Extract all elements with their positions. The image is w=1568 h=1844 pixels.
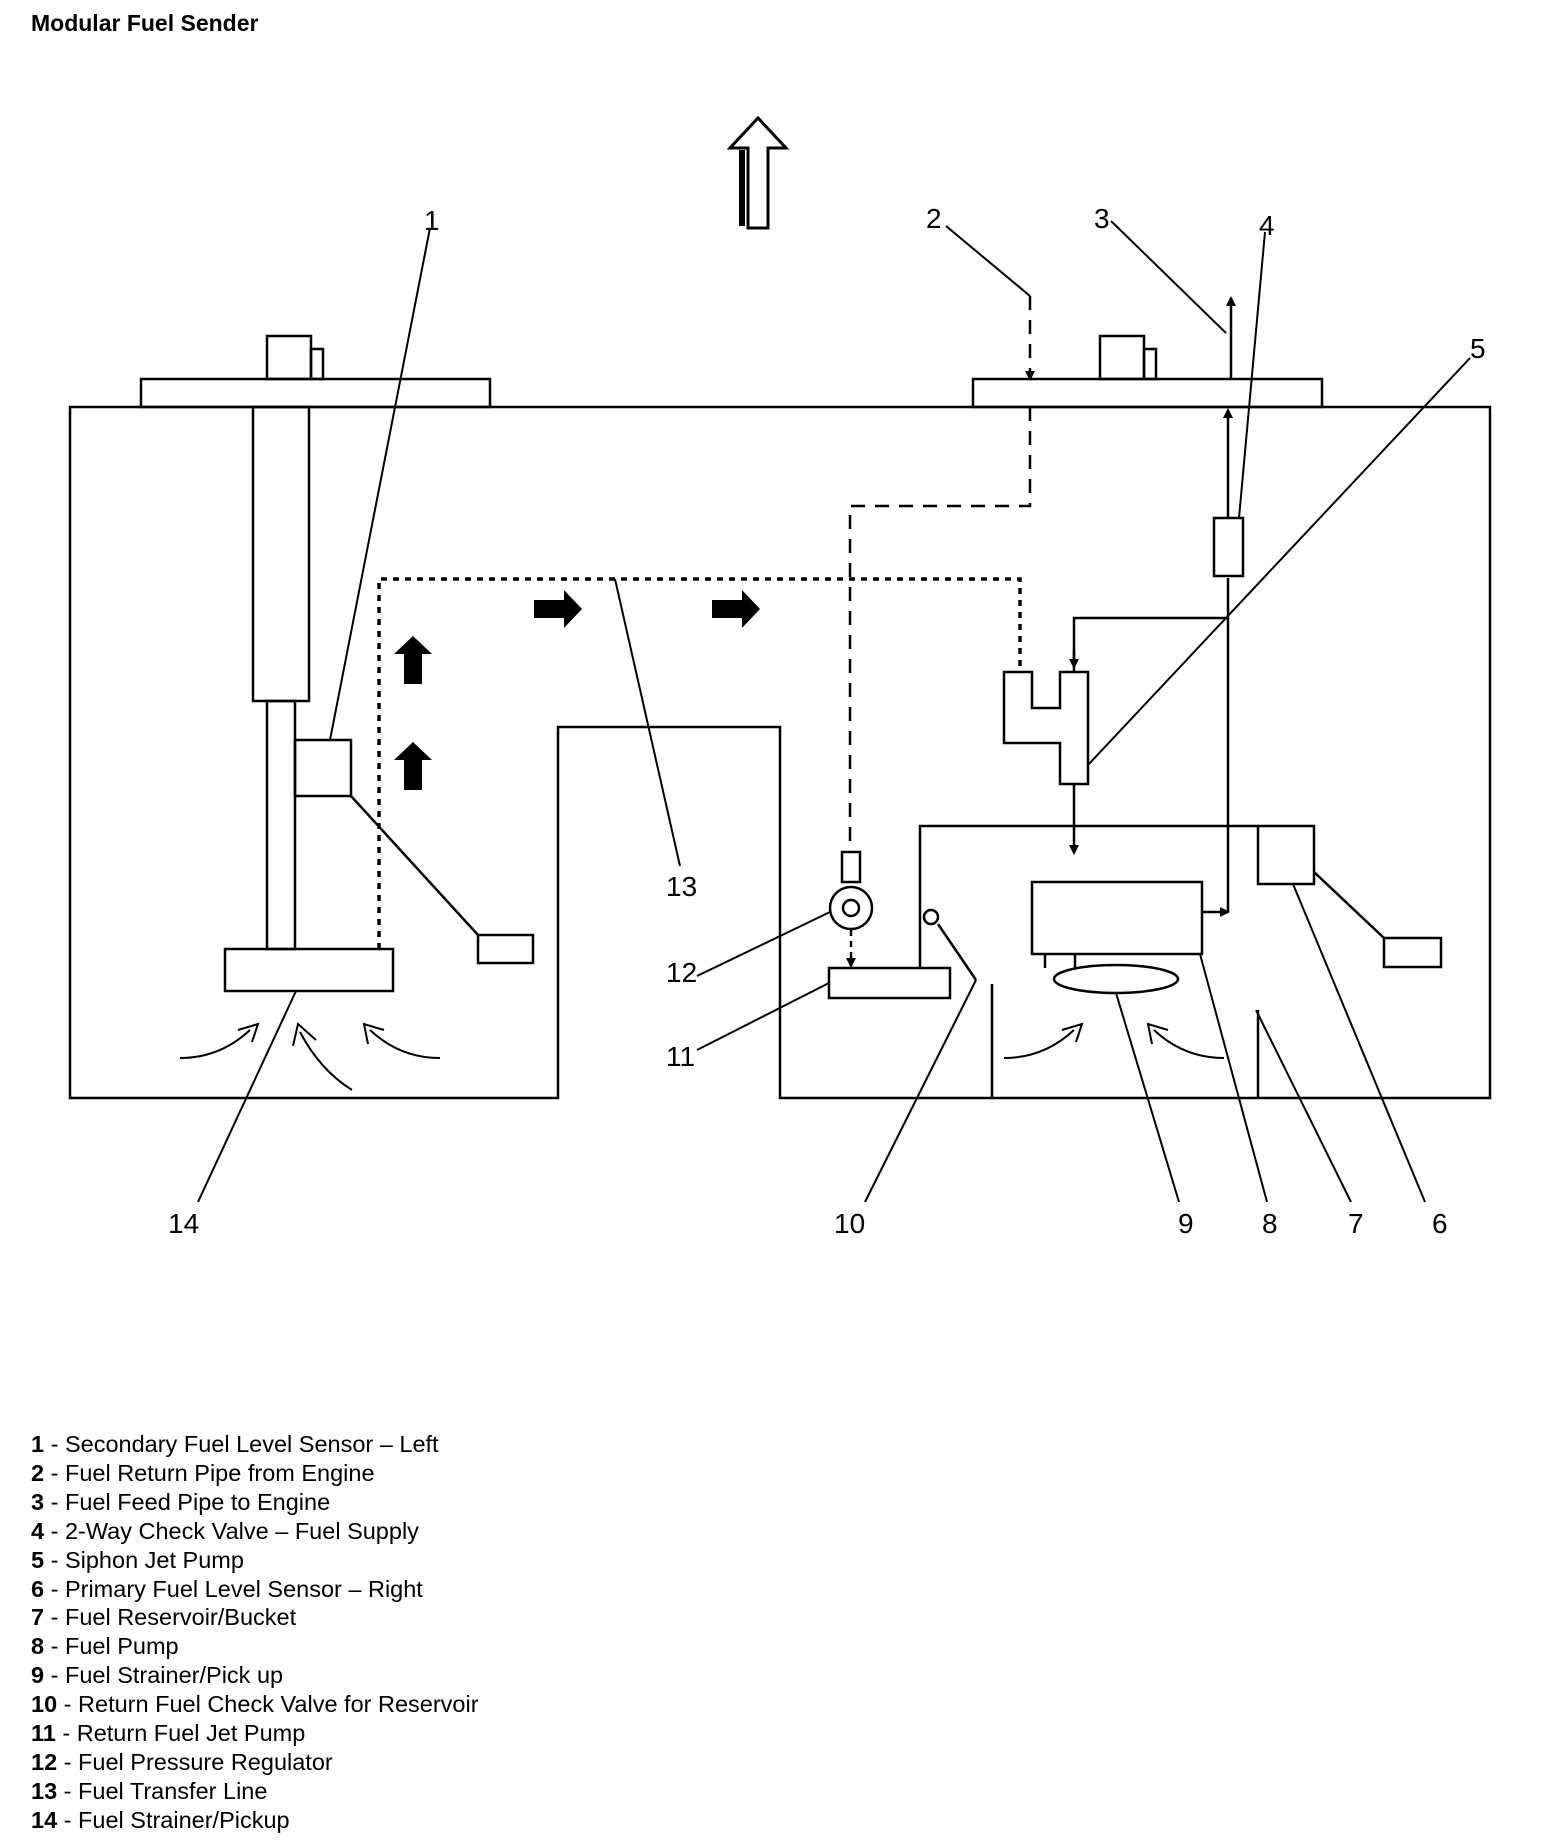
legend-item: 3 - Fuel Feed Pipe to Engine (31, 1488, 479, 1517)
legend-item: 8 - Fuel Pump (31, 1632, 479, 1661)
legend-number: 3 (31, 1488, 45, 1515)
callout-11: 11 (666, 1041, 695, 1072)
legend-item: 1 - Secondary Fuel Level Sensor – Left (31, 1430, 479, 1459)
fuel-strainer-ellipse (1052, 963, 1180, 995)
secondary-fuel-level-sensor (293, 738, 353, 798)
return-fuel-jet-pump (827, 966, 952, 1000)
left-fuel-strainer (223, 947, 395, 993)
callout-12: 12 (666, 957, 697, 988)
flow-arrow-icon (712, 590, 760, 628)
legend-text: - Fuel Pressure Regulator (57, 1748, 333, 1775)
legend-text: - Fuel Strainer/Pickup (57, 1806, 290, 1833)
callout-5: 5 (1470, 333, 1486, 364)
legend-text: - 2-Way Check Valve – Fuel Supply (44, 1517, 419, 1544)
fuel-transfer-line (377, 577, 1022, 949)
legend-text: - Return Fuel Jet Pump (55, 1720, 306, 1747)
legend-item: 6 - Primary Fuel Level Sensor – Right (31, 1575, 479, 1604)
right-level-float (1382, 936, 1443, 969)
fuel-tank-outline (68, 405, 1492, 1100)
siphon-jet-pump (1002, 670, 1090, 786)
legend-text: - Fuel Transfer Line (57, 1777, 268, 1804)
legend-number: 12 (31, 1748, 58, 1775)
legend-number: 11 (31, 1720, 56, 1747)
flow-arrow-icon (394, 742, 432, 790)
legend-number: 2 (31, 1459, 45, 1486)
legend-item: 5 - Siphon Jet Pump (31, 1546, 479, 1575)
legend-text: - Fuel Pump (44, 1633, 179, 1660)
legend-item: 14 - Fuel Strainer/Pickup (31, 1806, 479, 1835)
legend-text: - Siphon Jet Pump (44, 1546, 244, 1573)
right-connector (1098, 334, 1146, 381)
return-fuel-check-valve (922, 908, 940, 926)
fuel-pump (1030, 880, 1204, 956)
legend-text: - Fuel Reservoir/Bucket (44, 1604, 297, 1631)
legend-item: 13 - Fuel Transfer Line (31, 1777, 479, 1806)
legend-text: - Fuel Feed Pipe to Engine (44, 1488, 331, 1515)
legend-text: - Secondary Fuel Level Sensor – Left (44, 1431, 439, 1457)
legend-number: 13 (31, 1777, 58, 1804)
callout-6: 6 (1432, 1208, 1448, 1239)
two-way-check-valve (1212, 516, 1245, 578)
fuel-return-line (848, 407, 1032, 850)
primary-fuel-level-sensor (1256, 824, 1316, 886)
right-sender-flange (971, 377, 1324, 409)
legend-item: 12 - Fuel Pressure Regulator (31, 1748, 479, 1777)
legend-number: 10 (31, 1691, 58, 1718)
legend-number: 9 (31, 1662, 45, 1689)
legend: 1 - Secondary Fuel Level Sensor – Left 2… (31, 1430, 479, 1835)
legend-item: 11 - Return Fuel Jet Pump (31, 1719, 479, 1748)
diagram-title: Modular Fuel Sender (31, 10, 259, 36)
callout-14: 14 (168, 1208, 199, 1239)
legend-text: - Primary Fuel Level Sensor – Right (44, 1575, 423, 1602)
callout-4: 4 (1259, 210, 1275, 241)
legend-text: - Fuel Strainer/Pick up (44, 1662, 284, 1689)
direction-arrow-icon (726, 115, 790, 230)
legend-text: - Fuel Return Pipe from Engine (44, 1459, 375, 1486)
left-sender-tube (251, 405, 311, 703)
legend-number: 4 (31, 1517, 45, 1544)
left-connector (265, 334, 313, 381)
callout-9: 9 (1178, 1208, 1194, 1239)
flow-arrow-icon (534, 590, 582, 628)
callout-1: 1 (424, 205, 440, 236)
fuel-reservoir (918, 824, 1260, 1098)
legend-item: 9 - Fuel Strainer/Pick up (31, 1661, 479, 1690)
callout-3: 3 (1094, 203, 1110, 234)
left-level-float (476, 933, 535, 965)
flow-arrow-icon (394, 636, 432, 684)
legend-number: 1 (31, 1431, 45, 1457)
fuel-sender-diagram: 1 2 3 4 5 6 7 8 9 10 11 12 13 14 (68, 115, 1492, 1239)
callout-13: 13 (666, 871, 697, 902)
callout-8: 8 (1262, 1208, 1278, 1239)
callout-2: 2 (926, 203, 942, 234)
legend-number: 5 (31, 1546, 45, 1573)
legend-item: 7 - Fuel Reservoir/Bucket (31, 1603, 479, 1632)
fuel-pressure-regulator (828, 885, 874, 931)
fuel-pressure-regulator-stem (840, 850, 862, 884)
left-sender-flange (139, 377, 492, 409)
legend-item: 4 - 2-Way Check Valve – Fuel Supply (31, 1517, 479, 1546)
legend-number: 8 (31, 1633, 45, 1660)
callout-10: 10 (834, 1208, 865, 1239)
legend-number: 14 (31, 1806, 58, 1833)
legend-number: 6 (31, 1575, 45, 1602)
callout-7: 7 (1348, 1208, 1364, 1239)
legend-item: 10 - Return Fuel Check Valve for Reservo… (31, 1690, 479, 1719)
legend-item: 2 - Fuel Return Pipe from Engine (31, 1459, 479, 1488)
legend-number: 7 (31, 1604, 45, 1631)
legend-text: - Return Fuel Check Valve for Reservoir (57, 1691, 479, 1718)
